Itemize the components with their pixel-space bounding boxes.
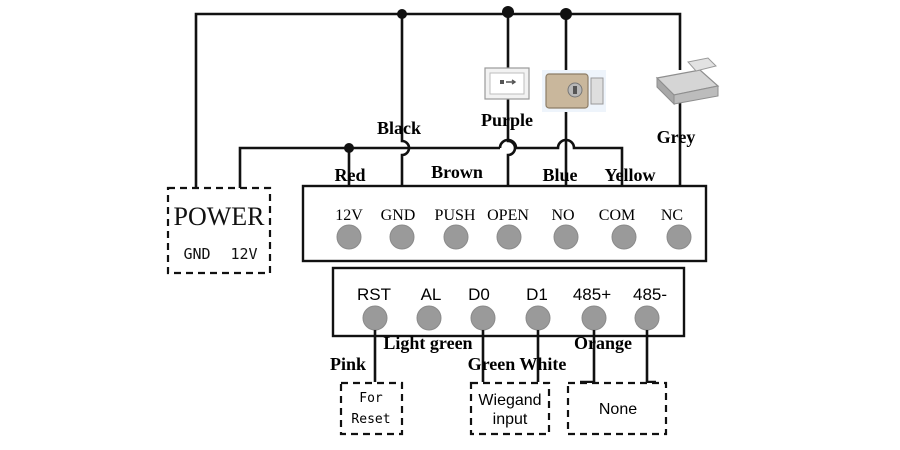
terminal-screw	[443, 224, 469, 250]
none-box	[566, 381, 668, 436]
junction-dot	[397, 9, 407, 19]
reset-text-line2: Reset	[351, 412, 390, 427]
wiegand-box	[469, 381, 551, 436]
comm-terminal-block: RST AL D0 D1 485+ 485-	[331, 266, 686, 338]
magnetic-lock-icon	[655, 57, 720, 106]
terminal-screw	[416, 305, 442, 331]
label-pink: Pink	[330, 354, 366, 374]
terminal-label-nc: NC	[661, 207, 683, 224]
terminal-screw	[496, 224, 522, 250]
terminal-screw	[336, 224, 362, 250]
label-light-green: Light green	[383, 333, 472, 353]
terminal-screw	[362, 305, 388, 331]
wiring	[194, 6, 682, 226]
terminal-label-rst: RST	[357, 285, 391, 304]
power-title: POWER	[174, 202, 266, 231]
orange-wire-2	[645, 330, 656, 384]
junction-dot	[560, 8, 572, 20]
terminal-screw	[666, 224, 692, 250]
label-green-white: Green White	[468, 354, 567, 374]
terminal-screw	[389, 224, 415, 250]
label-brown: Brown	[431, 162, 483, 182]
label-red: Red	[335, 165, 366, 185]
exit-button-icon	[484, 67, 530, 100]
terminal-screw	[634, 305, 660, 331]
terminal-screw	[581, 305, 607, 331]
terminal-screw	[611, 224, 637, 250]
terminal-screw	[470, 305, 496, 331]
label-black: Black	[377, 118, 421, 138]
none-text: None	[599, 401, 637, 418]
terminal-label-open: OPEN	[487, 207, 529, 224]
reset-text-line1: For	[359, 391, 383, 406]
wiegand-text-line2: input	[493, 411, 528, 428]
terminal-label-push: PUSH	[435, 207, 476, 224]
wire-labels: Black Purple Grey Red Brown Blue Yellow …	[330, 110, 695, 374]
electric-lock-icon	[542, 70, 606, 112]
terminal-label-al: AL	[421, 285, 442, 304]
terminal-label-485-minus: 485-	[633, 285, 667, 304]
terminal-label-com: COM	[599, 207, 635, 224]
power-box	[166, 186, 272, 275]
power-supply: POWER GND 12V	[166, 186, 272, 275]
terminal-label-12v: 12V	[335, 207, 363, 224]
label-grey: Grey	[657, 127, 696, 147]
terminal-label-no: NO	[551, 207, 574, 224]
label-blue: Blue	[542, 165, 577, 185]
terminal-label-gnd: GND	[381, 207, 416, 224]
label-orange: Orange	[574, 333, 632, 353]
terminal-label-d0: D0	[468, 285, 490, 304]
red-wire-hop-purple	[498, 138, 518, 149]
power-12v-label: 12V	[230, 245, 257, 263]
top-bus-wire	[194, 12, 682, 200]
power-gnd-label: GND	[183, 245, 210, 263]
terminal-screw	[553, 224, 579, 250]
reset-box	[339, 381, 404, 436]
label-purple: Purple	[481, 110, 533, 130]
wiegand-text-line1: Wiegand	[478, 392, 541, 409]
main-terminal-block: 12V GND PUSH OPEN NO COM NC	[301, 184, 708, 263]
terminal-label-d1: D1	[526, 285, 548, 304]
outputs: For Reset Wiegand input None	[339, 381, 668, 436]
terminal-screw	[525, 305, 551, 331]
junction-dot	[344, 143, 354, 153]
junction-dot	[502, 6, 514, 18]
terminal-label-485-plus: 485+	[573, 285, 611, 304]
comm-terminal-box	[331, 266, 686, 338]
label-yellow: Yellow	[605, 165, 656, 185]
